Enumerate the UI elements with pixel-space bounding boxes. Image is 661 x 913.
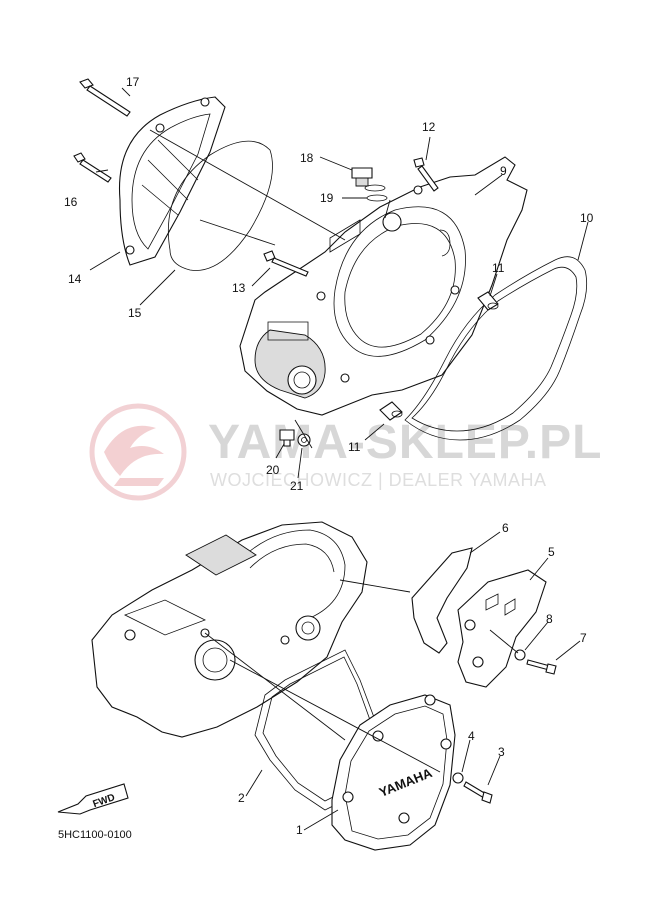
bolt-part-17 xyxy=(79,78,131,117)
callout-10: 10 xyxy=(580,211,594,225)
bolt-part-12 xyxy=(413,157,439,192)
diagram-code: 5HC1100-0100 xyxy=(58,829,132,841)
callout-7: 7 xyxy=(580,631,587,645)
watermark-main: YAMA-SKLEP.PL xyxy=(208,416,602,469)
callout-1: 1 xyxy=(296,823,303,837)
watermark-logo xyxy=(89,403,187,501)
callout-21: 21 xyxy=(290,479,304,493)
o-ring-part-19 xyxy=(366,194,388,202)
callout-19: 19 xyxy=(320,191,334,205)
outer-cover-part-14 xyxy=(118,96,226,266)
o-ring-part-15 xyxy=(167,140,273,271)
callout-12: 12 xyxy=(422,120,436,134)
forward-direction-arrow: FWD xyxy=(57,783,129,815)
watermark: YAMA-SKLEP.PL WOJCIECHOWICZ | DEALER YAM… xyxy=(89,403,602,501)
callout-20: 20 xyxy=(266,463,280,477)
callout-11-lower: 11 xyxy=(348,440,361,454)
bolt-part-13 xyxy=(263,250,309,277)
assembly-lines xyxy=(149,129,519,773)
callout-18: 18 xyxy=(300,151,314,165)
gasket-part-10-inner xyxy=(411,266,578,432)
callout-4: 4 xyxy=(468,729,475,743)
filler-cap-part-18 xyxy=(351,167,386,192)
callout-5: 5 xyxy=(548,545,555,559)
dowel-pin-part-11-upper xyxy=(477,291,499,311)
callout-16: 16 xyxy=(64,195,78,209)
callout-labels: 17 16 12 18 19 9 10 11 13 14 15 11 20 21… xyxy=(64,75,594,837)
crankcase-cover-part-9 xyxy=(239,156,528,416)
crankcase-engine-block xyxy=(91,521,368,738)
guard-part-6 xyxy=(411,547,473,654)
bolt-part-7 xyxy=(526,659,557,675)
sprocket-cover-part-5 xyxy=(457,569,547,688)
generator-cover-part-1: YAMAHA xyxy=(331,694,456,851)
callout-15: 15 xyxy=(128,306,142,320)
callout-3: 3 xyxy=(498,745,505,759)
dowel-pin-part-11-lower xyxy=(379,401,403,421)
bolt-part-16 xyxy=(73,152,112,183)
callout-leaders xyxy=(89,87,589,831)
callout-6: 6 xyxy=(502,521,509,535)
washer-part-4 xyxy=(452,772,464,784)
callout-9: 9 xyxy=(500,164,507,178)
watermark-sub: WOJCIECHOWICZ | DEALER YAMAHA xyxy=(210,470,547,490)
bolt-part-3 xyxy=(463,781,493,804)
callout-11-upper: 11 xyxy=(492,261,505,275)
washer-part-21 xyxy=(297,433,311,447)
callout-8: 8 xyxy=(546,612,553,626)
callout-14: 14 xyxy=(68,272,82,286)
callout-13: 13 xyxy=(232,281,246,295)
gasket-part-10 xyxy=(404,256,588,441)
callout-2: 2 xyxy=(238,791,245,805)
callout-17: 17 xyxy=(126,75,140,89)
